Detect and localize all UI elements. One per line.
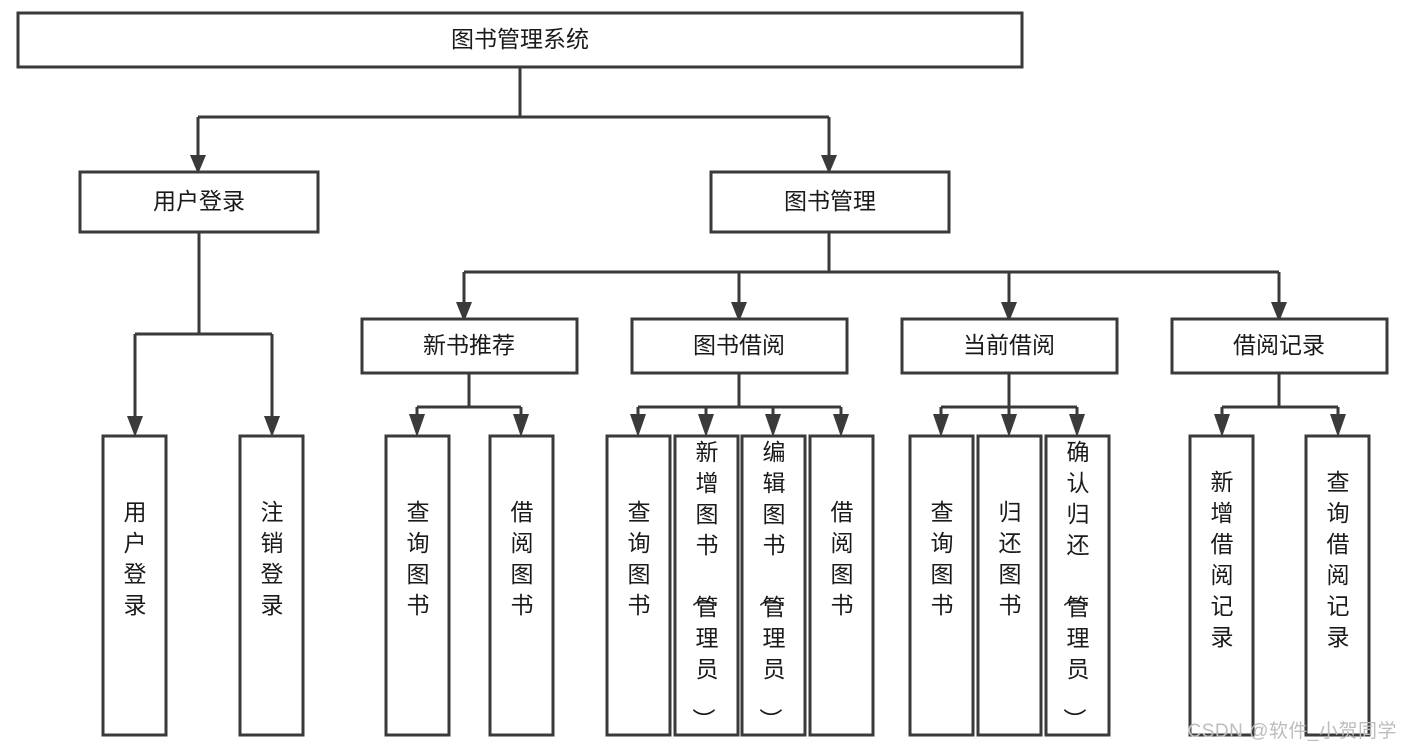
- node-leaf-borrow-query-label: 查询图书: [628, 499, 651, 618]
- node-leaf-borrow-lend[interactable]: 借阅图书: [808, 434, 875, 737]
- node-leaf-borrow-edit[interactable]: 编辑图书（管理员）: [740, 434, 807, 737]
- node-leaf-rec-add-label: 新增借阅记录: [1211, 469, 1234, 650]
- node-leaf-rec-query-label: 查询图书: [407, 499, 430, 618]
- node-current-borrow-label: 当前借阅: [963, 332, 1055, 358]
- connector-borrowrecord-to-leaves: [1214, 373, 1346, 437]
- node-borrow-record-label: 借阅记录: [1233, 332, 1325, 358]
- node-leaf-user-logout-box[interactable]: [238, 434, 305, 737]
- node-new-book-rec-label: 新书推荐: [423, 332, 515, 358]
- node-leaf-borrow-edit-label: 编辑图书（管理员）: [758, 439, 786, 731]
- connector-currentborrow-to-leaves: [933, 373, 1085, 437]
- node-new-book-rec-box[interactable]: [360, 317, 579, 375]
- node-leaf-cur-return-box[interactable]: [976, 434, 1043, 737]
- node-leaf-rec-search[interactable]: 查询借阅记录: [1304, 434, 1371, 737]
- node-leaf-cur-confirm-label: 确认归还（管理员）: [1062, 439, 1090, 731]
- node-borrow-record-box[interactable]: [1170, 317, 1389, 375]
- connector-root-to-level2: [190, 67, 837, 174]
- node-book-manage[interactable]: 图书管理: [709, 170, 951, 234]
- node-leaf-user-login-label: 用户登录: [124, 499, 147, 618]
- node-book-borrow-label: 图书借阅: [693, 332, 785, 358]
- connector-bookmanage-to-level3: [456, 232, 1287, 322]
- node-leaf-borrow-query-box[interactable]: [605, 434, 672, 737]
- node-book-manage-box[interactable]: [709, 170, 951, 234]
- node-root-box[interactable]: [16, 11, 1024, 69]
- node-leaf-user-logout[interactable]: 注销登录: [238, 434, 305, 737]
- node-leaf-rec-borrow-box[interactable]: [488, 434, 555, 737]
- node-leaf-rec-search-label: 查询借阅记录: [1327, 469, 1350, 650]
- node-leaf-rec-add[interactable]: 新增借阅记录: [1188, 434, 1255, 737]
- node-book-borrow[interactable]: 图书借阅: [630, 317, 849, 375]
- connector-newbookrec-to-leaves: [409, 373, 529, 437]
- node-leaf-cur-query-label: 查询图书: [931, 499, 954, 618]
- node-leaf-user-logout-label: 注销登录: [261, 499, 284, 618]
- node-new-book-rec[interactable]: 新书推荐: [360, 317, 579, 375]
- node-leaf-cur-return[interactable]: 归还图书: [976, 434, 1043, 737]
- connector-bookborrow-to-leaves: [630, 373, 849, 437]
- node-user-login-box[interactable]: [78, 170, 320, 234]
- node-leaf-rec-search-box[interactable]: [1304, 434, 1371, 737]
- node-leaf-user-login[interactable]: 用户登录: [101, 434, 168, 737]
- node-leaf-borrow-add[interactable]: 新增图书（管理员）: [673, 434, 740, 737]
- node-leaf-borrow-add-box[interactable]: [673, 434, 740, 737]
- node-leaf-cur-confirm-box[interactable]: [1044, 434, 1111, 737]
- node-current-borrow-box[interactable]: [900, 317, 1119, 375]
- connector-userlogin-to-leaves: [127, 232, 280, 437]
- node-book-borrow-box[interactable]: [630, 317, 849, 375]
- node-leaf-rec-add-box[interactable]: [1188, 434, 1255, 737]
- node-leaf-rec-query[interactable]: 查询图书: [384, 434, 451, 737]
- node-leaf-borrow-query[interactable]: 查询图书: [605, 434, 672, 737]
- node-leaf-cur-query[interactable]: 查询图书: [908, 434, 975, 737]
- csdn-watermark: CSDN @软件_小贺同学: [1187, 721, 1397, 742]
- node-leaf-cur-query-box[interactable]: [908, 434, 975, 737]
- node-leaf-rec-borrow[interactable]: 借阅图书: [488, 434, 555, 737]
- node-leaf-borrow-lend-box[interactable]: [808, 434, 875, 737]
- node-leaf-borrow-edit-box[interactable]: [740, 434, 807, 737]
- node-root-label: 图书管理系统: [451, 26, 589, 52]
- node-leaf-rec-borrow-label: 借阅图书: [511, 499, 534, 618]
- node-root[interactable]: 图书管理系统: [16, 11, 1024, 69]
- node-leaf-user-login-box[interactable]: [101, 434, 168, 737]
- node-leaf-cur-return-label: 归还图书: [999, 499, 1022, 618]
- node-current-borrow[interactable]: 当前借阅: [900, 317, 1119, 375]
- node-user-login-label: 用户登录: [153, 188, 245, 214]
- node-leaf-borrow-add-label: 新增图书（管理员）: [691, 439, 719, 731]
- node-leaf-cur-confirm[interactable]: 确认归还（管理员）: [1044, 434, 1111, 737]
- node-leaf-borrow-lend-label: 借阅图书: [831, 499, 854, 618]
- node-book-manage-label: 图书管理: [784, 188, 876, 214]
- node-user-login[interactable]: 用户登录: [78, 170, 320, 234]
- node-borrow-record[interactable]: 借阅记录: [1170, 317, 1389, 375]
- node-leaf-rec-query-box[interactable]: [384, 434, 451, 737]
